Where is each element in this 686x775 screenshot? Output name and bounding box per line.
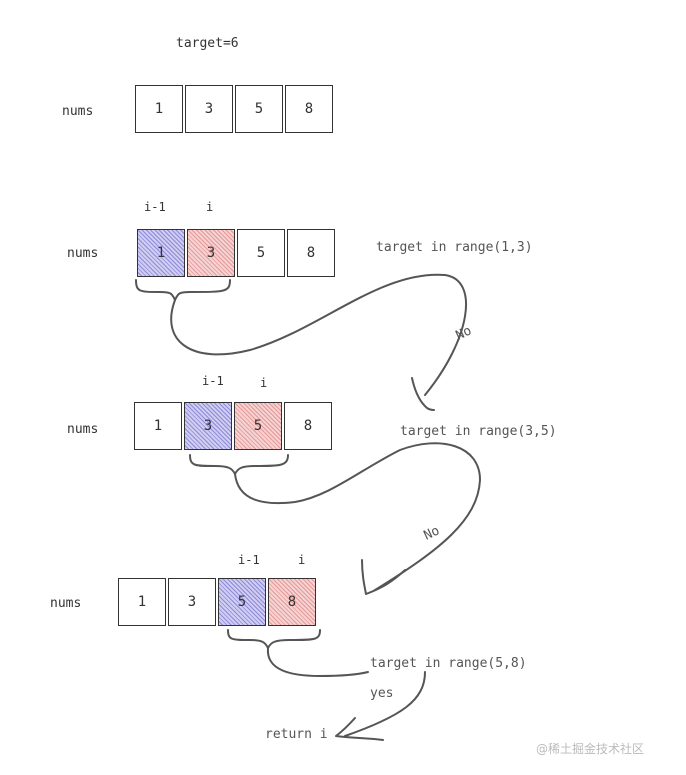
array-row: 1 3 5 8 <box>135 85 335 133</box>
array-cell-highlighted: 3 <box>184 402 232 450</box>
answer-text: yes <box>370 686 394 701</box>
flow-curve <box>266 647 369 677</box>
answer-text: No <box>421 523 443 544</box>
array-cell-highlighted: 5 <box>218 578 266 626</box>
array-cell: 8 <box>285 85 333 133</box>
array-cell-highlighted: 5 <box>234 402 282 450</box>
index-label-i: i <box>260 376 268 390</box>
arrow-head <box>335 717 384 741</box>
flow-curve <box>344 671 426 737</box>
brace <box>227 629 321 649</box>
row-label: nums <box>67 246 99 261</box>
array-cell: 8 <box>287 229 335 277</box>
array-cell: 8 <box>284 402 332 450</box>
array-cell: 1 <box>134 402 182 450</box>
index-label-i: i <box>298 553 306 567</box>
brace <box>189 454 289 475</box>
arrow-head <box>411 377 435 411</box>
array-cell: 5 <box>237 229 285 277</box>
array-row: 1 3 5 8 <box>118 578 318 626</box>
index-label-i-minus-1: i-1 <box>202 374 224 388</box>
array-cell: 1 <box>135 85 183 133</box>
array-cell-highlighted: 3 <box>187 229 235 277</box>
arrow-head <box>361 559 406 595</box>
array-cell-highlighted: 8 <box>268 578 316 626</box>
index-label-i-minus-1: i-1 <box>144 200 166 214</box>
row-label: nums <box>67 422 99 437</box>
array-cell: 3 <box>185 85 233 133</box>
flow-curve <box>234 442 481 591</box>
array-cell: 1 <box>118 578 166 626</box>
range-check-text: target in range(3,5) <box>400 424 557 439</box>
range-check-text: target in range(5,8) <box>370 656 527 671</box>
result-text: return i <box>265 727 328 742</box>
brace <box>135 279 231 301</box>
row-label: nums <box>50 596 82 611</box>
array-cell: 5 <box>235 85 283 133</box>
index-label-i-minus-1: i-1 <box>238 553 260 567</box>
array-row: 1 3 5 8 <box>137 229 337 277</box>
range-check-text: target in range(1,3) <box>376 240 533 255</box>
array-cell: 3 <box>168 578 216 626</box>
target-label: target=6 <box>176 36 239 51</box>
row-label: nums <box>62 104 94 119</box>
watermark: @稀土掘金技术社区 <box>536 742 645 756</box>
array-cell-highlighted: 1 <box>137 229 185 277</box>
index-label-i: i <box>206 200 214 214</box>
array-row: 1 3 5 8 <box>134 402 334 450</box>
answer-text: No <box>453 323 475 344</box>
